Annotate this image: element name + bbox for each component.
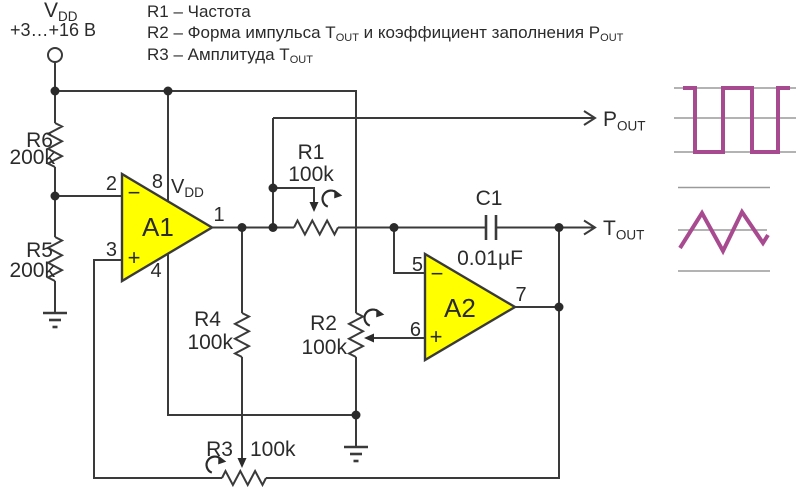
vdd-title: VDD <box>44 0 78 24</box>
opamp-a2 <box>423 251 518 363</box>
labels: VDD +3…+16 В R6 200k R5 200k 2 3 8 4 1 V… <box>9 0 645 461</box>
r1-adjust-icon <box>321 188 344 208</box>
potentiometer-r2 <box>346 312 366 358</box>
a2-label: A2 <box>444 293 476 323</box>
wires <box>47 47 594 479</box>
r3-ref: R3 <box>206 438 233 461</box>
r2-adjust-icon <box>363 307 386 327</box>
legend-line-r3: R3 – Амплитуда TOUT <box>147 44 313 66</box>
r2-ref: R2 <box>310 312 337 335</box>
legend: R1 – Частота R2 – Форма импульса TOUT и … <box>147 1 623 65</box>
wire-pin5 <box>393 227 425 274</box>
tout-arrow-icon <box>583 219 597 236</box>
ground-symbol-middle <box>344 445 368 463</box>
r5-ref: R5 <box>26 239 53 262</box>
wire-feedback-left <box>93 259 222 479</box>
vdd-terminal <box>47 47 63 63</box>
r1-value: 100k <box>288 163 334 186</box>
square-wave-icon <box>674 86 796 154</box>
r1-wiper-arrow-icon <box>309 202 319 212</box>
resistor-r4 <box>232 312 252 358</box>
r1-ref: R1 <box>298 141 325 164</box>
a1-vdd-label: VDD <box>171 176 204 200</box>
a1-pin8: 8 <box>152 171 163 193</box>
a2-pin5: 5 <box>412 254 423 276</box>
legend-line-r1: R1 – Частота <box>147 2 251 21</box>
a2-pin6: 6 <box>410 319 421 341</box>
tout-label: TOUT <box>603 217 644 243</box>
ground-symbol-left <box>43 311 67 329</box>
r2-wiper-arrow-icon <box>364 333 374 343</box>
r6-value: 200k <box>9 146 55 169</box>
r4-value: 100k <box>187 331 233 354</box>
a1-pin1: 1 <box>213 204 224 226</box>
r5-value: 200k <box>9 259 55 282</box>
capacitor-c1 <box>484 215 498 240</box>
a1-pin4: 4 <box>150 260 161 282</box>
a1-inverting-sign: − <box>128 180 141 205</box>
a1-pin2: 2 <box>106 173 117 195</box>
r6-ref: R6 <box>26 129 53 152</box>
resistors <box>45 122 386 488</box>
legend-line-r2: R2 – Форма импульса TOUT и коэффициент з… <box>147 23 624 45</box>
supply-range: +3…+16 В <box>10 20 96 40</box>
triangle-wave-icon <box>678 186 770 272</box>
a2-inverting-sign: − <box>431 261 444 286</box>
junction-dots <box>50 86 564 420</box>
a1-noninverting-sign: + <box>128 245 141 270</box>
c1-ref: C1 <box>476 187 503 210</box>
wire-vdd-rail <box>55 90 357 313</box>
resistor-r6 <box>45 122 65 168</box>
pout-arrow-icon <box>583 110 597 126</box>
pout-label: POUT <box>603 108 646 134</box>
wire-pin4-gnd <box>167 254 356 416</box>
potentiometer-r1 <box>293 218 339 237</box>
opamp-a1 <box>120 171 215 284</box>
resistor-r5 <box>45 236 65 282</box>
r3-value: 100k <box>250 438 296 461</box>
r2-value: 100k <box>301 336 347 359</box>
a1-label: A1 <box>142 212 174 242</box>
c1-value: 0.01µF <box>457 247 523 270</box>
a2-noninverting-sign: + <box>430 324 443 349</box>
r4-ref: R4 <box>194 308 221 331</box>
a1-pin3: 3 <box>106 239 117 261</box>
potentiometer-r3 <box>221 468 267 488</box>
wire-r1-wiper <box>273 187 315 202</box>
a2-pin7: 7 <box>515 284 526 306</box>
r3-wiper-arrow-icon <box>237 458 247 468</box>
